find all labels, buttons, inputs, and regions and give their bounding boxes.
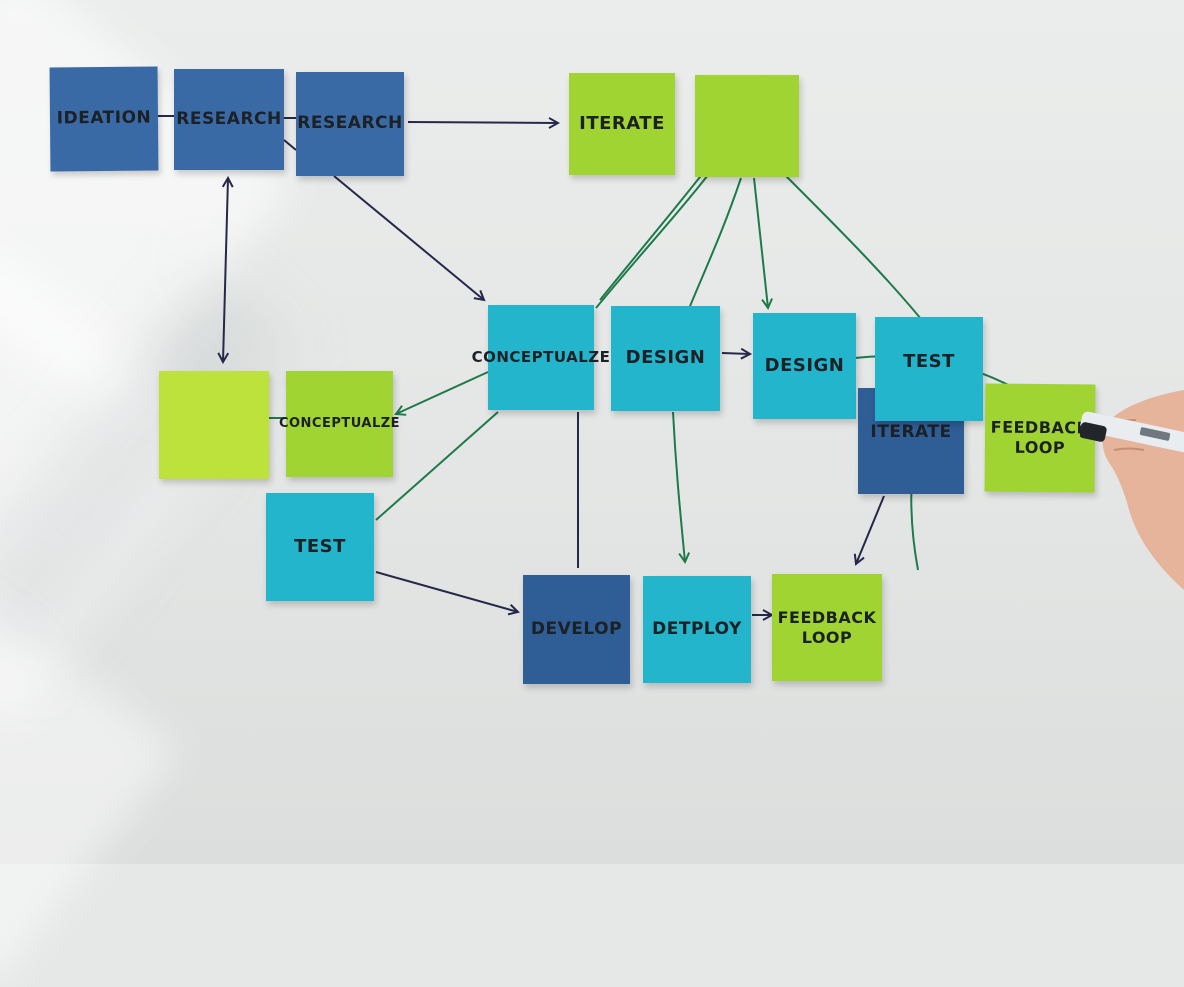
note-label: ITERATE xyxy=(579,112,665,134)
note-text: FEEDBACK LOOP xyxy=(990,417,1090,459)
note-develop: DEVELOP xyxy=(523,575,630,684)
note-label: TEST xyxy=(903,351,955,372)
note-label: TEST xyxy=(294,535,346,557)
arrow-research-to-ideation-loop xyxy=(223,178,228,362)
arrow-iterate-to-feedback xyxy=(856,495,885,564)
arrow-design-to-design xyxy=(721,353,750,354)
note-feedback-bottom: FEEDBACK LOOP xyxy=(772,574,882,681)
note-label: ITERATE xyxy=(870,422,952,442)
note-design-2: DESIGN xyxy=(753,313,856,419)
string-to-test xyxy=(785,175,931,331)
note-iterate-top: ITERATE xyxy=(569,73,675,175)
string-conceptualize-left xyxy=(396,371,489,414)
string-to-design-1 xyxy=(681,177,742,327)
note-label: DEVELOP xyxy=(530,618,623,639)
note-test-right: TEST xyxy=(875,317,983,421)
line-research-link xyxy=(283,139,297,151)
note-blank-top xyxy=(695,75,799,177)
arrow-test-to-develop xyxy=(375,571,518,612)
note-blank-left xyxy=(159,371,269,479)
note-label: RESEARCH xyxy=(297,113,403,134)
note-label: DESIGN xyxy=(625,347,706,369)
note-label-line-2: LOOP xyxy=(801,627,853,647)
arrow-research-to-conceptualize xyxy=(333,175,484,300)
note-research-1: RESEARCH xyxy=(174,69,284,170)
note-test-left: TEST xyxy=(266,493,374,601)
note-label-line-1: FEEDBACK xyxy=(777,607,877,627)
note-conceptualize-center: CONCEPTUALZE xyxy=(472,305,610,410)
note-ideation: IDEATION xyxy=(49,66,159,172)
note-research-2: RESEARCH xyxy=(296,72,404,176)
string-to-design-2 xyxy=(753,177,768,308)
note-deploy: DETPLOY xyxy=(643,576,751,683)
note-text: FEEDBACK LOOP xyxy=(778,608,877,648)
note-label: DETPLOY xyxy=(652,618,742,639)
string-test-to-conceptualize xyxy=(375,411,499,521)
note-label-line-2: LOOP xyxy=(1014,437,1066,458)
note-label: CONCEPTUALZE xyxy=(278,415,401,431)
note-label-line-1: FEEDBACK xyxy=(990,417,1090,438)
note-label: CONCEPTUALZE xyxy=(471,348,611,367)
connector-lines xyxy=(158,115,1047,864)
arrow-research-to-iterate xyxy=(407,122,558,123)
note-conceptualize-left: CONCEPTUALZE xyxy=(279,371,400,477)
note-label: IDEATION xyxy=(56,107,152,129)
note-feedback-right: FEEDBACK LOOP xyxy=(984,383,1096,493)
note-label: DESIGN xyxy=(764,354,845,376)
note-design-1: DESIGN xyxy=(611,306,720,411)
string-design-to-deploy xyxy=(672,411,685,562)
note-label: RESEARCH xyxy=(176,108,282,129)
hand-with-marker xyxy=(1080,390,1184,610)
